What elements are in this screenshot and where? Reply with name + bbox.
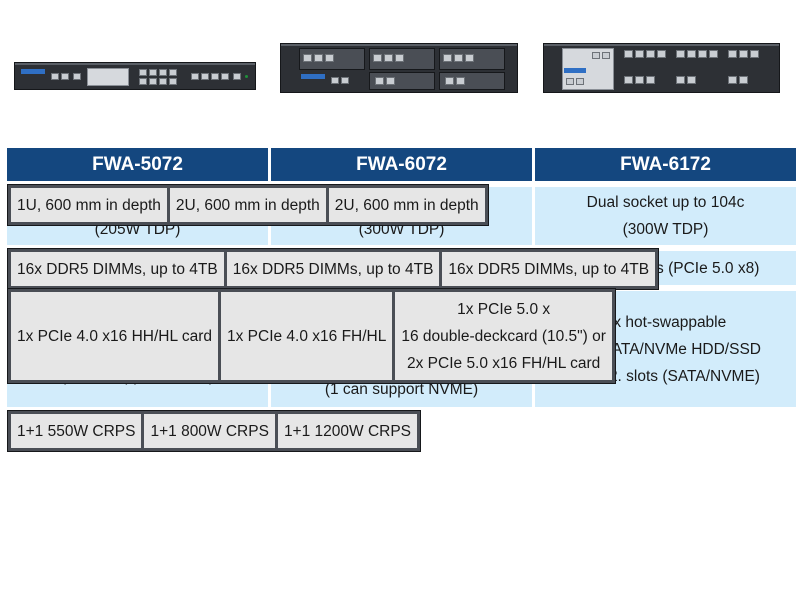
spec-text: 16x DDR5 DIMMs, up to 4TB — [17, 260, 218, 278]
product-image-fwa-5072 — [14, 62, 256, 90]
spec-text: Dual socket up to 104c — [586, 194, 745, 211]
1u-network-appliance-icon — [14, 62, 256, 90]
spec-cell: 1x PCIe 5.0 x 16 double-deckcard (10.5") … — [395, 292, 612, 380]
spec-text: (1 can support NVME) — [324, 381, 479, 398]
expansion-row: 1x PCIe 4.0 x16 HH/HL card 1x PCIe 4.0 x1… — [7, 288, 616, 384]
spec-text: 1+1 1200W CRPS — [283, 422, 412, 440]
spec-text: 1+1 800W CRPS — [150, 422, 269, 440]
spec-text: 1x PCIe 4.0 x16 FH/HL — [226, 327, 387, 345]
spec-text: 2U, 600 mm in depth — [334, 196, 479, 214]
spec-cell: 16x DDR5 DIMMs, up to 4TB — [226, 252, 440, 286]
spec-text: 1+1 550W CRPS — [17, 422, 136, 440]
column-header-fwa-6172: FWA-6172 — [535, 148, 796, 181]
column-header-fwa-6072: FWA-6072 — [271, 148, 532, 181]
spec-cell: 1+1 1200W CRPS — [277, 414, 418, 448]
spec-cell: 1+1 550W CRPS — [11, 414, 142, 448]
spec-cell: Dual socket up to 104c (300W TDP) — [535, 187, 796, 245]
spec-text: 16x DDR5 DIMMs, up to 4TB — [232, 260, 434, 278]
column-header-fwa-5072: FWA-5072 — [7, 148, 268, 181]
spec-cell: 1x PCIe 4.0 x16 FH/HL — [220, 292, 393, 380]
spec-cell: 1+1 800W CRPS — [144, 414, 275, 448]
power-row: 1+1 550W CRPS 1+1 800W CRPS 1+1 1200W CRPS — [7, 410, 422, 452]
spec-text: 16x DDR5 DIMMs, up to 4TB — [448, 260, 650, 278]
spec-text: 1x PCIe 4.0 x16 HH/HL card — [17, 327, 212, 345]
spec-cell: 2U, 600 mm in depth — [328, 188, 485, 222]
chassis-row: 1U, 600 mm in depth 2U, 600 mm in depth 2U… — [7, 184, 489, 226]
2u-network-appliance-icon — [280, 43, 518, 93]
spec-text: 2x PCIe 5.0 x16 FH/HL card — [407, 354, 601, 372]
2u-dual-socket-appliance-icon — [543, 43, 780, 93]
spec-text: 1U, 600 mm in depth — [17, 196, 161, 214]
spec-cell: 1U, 600 mm in depth — [11, 188, 167, 222]
product-image-fwa-6172 — [543, 43, 780, 93]
spec-text: 2.5" SATA/NVMe HDD/SSD — [570, 340, 761, 358]
spec-text: 1x PCIe 5.0 x — [457, 300, 551, 318]
spec-text: (300W TDP) — [622, 221, 709, 238]
spec-text: 2U, 600 mm in depth — [175, 196, 320, 214]
header-row: FWA-5072 FWA-6072 FWA-6172 — [7, 148, 796, 181]
spec-text: 16 double-deckcard (10.5") or — [401, 327, 606, 345]
spec-cell: 16x DDR5 DIMMs, up to 4TB — [442, 252, 656, 286]
spec-text: 2x M.2. slots (SATA/NVME) — [571, 367, 760, 385]
spec-cell: 2U, 600 mm in depth — [169, 188, 326, 222]
spec-cell: 1x PCIe 4.0 x16 HH/HL card — [11, 292, 218, 380]
spec-comparison-table: FWA-5072 FWA-6072 FWA-6172 1U, 600 mm in… — [4, 145, 799, 452]
spec-text: 2x hot-swappable — [604, 313, 727, 331]
spec-table-body: 1U, 600 mm in depth 2U, 600 mm in depth 2U… — [7, 184, 796, 452]
memory-row: 16x DDR5 DIMMs, up to 4TB 16x DDR5 DIMMs,… — [7, 248, 660, 290]
spec-cell: 16x DDR5 DIMMs, up to 4TB — [11, 252, 224, 286]
product-image-fwa-6072 — [280, 43, 518, 93]
